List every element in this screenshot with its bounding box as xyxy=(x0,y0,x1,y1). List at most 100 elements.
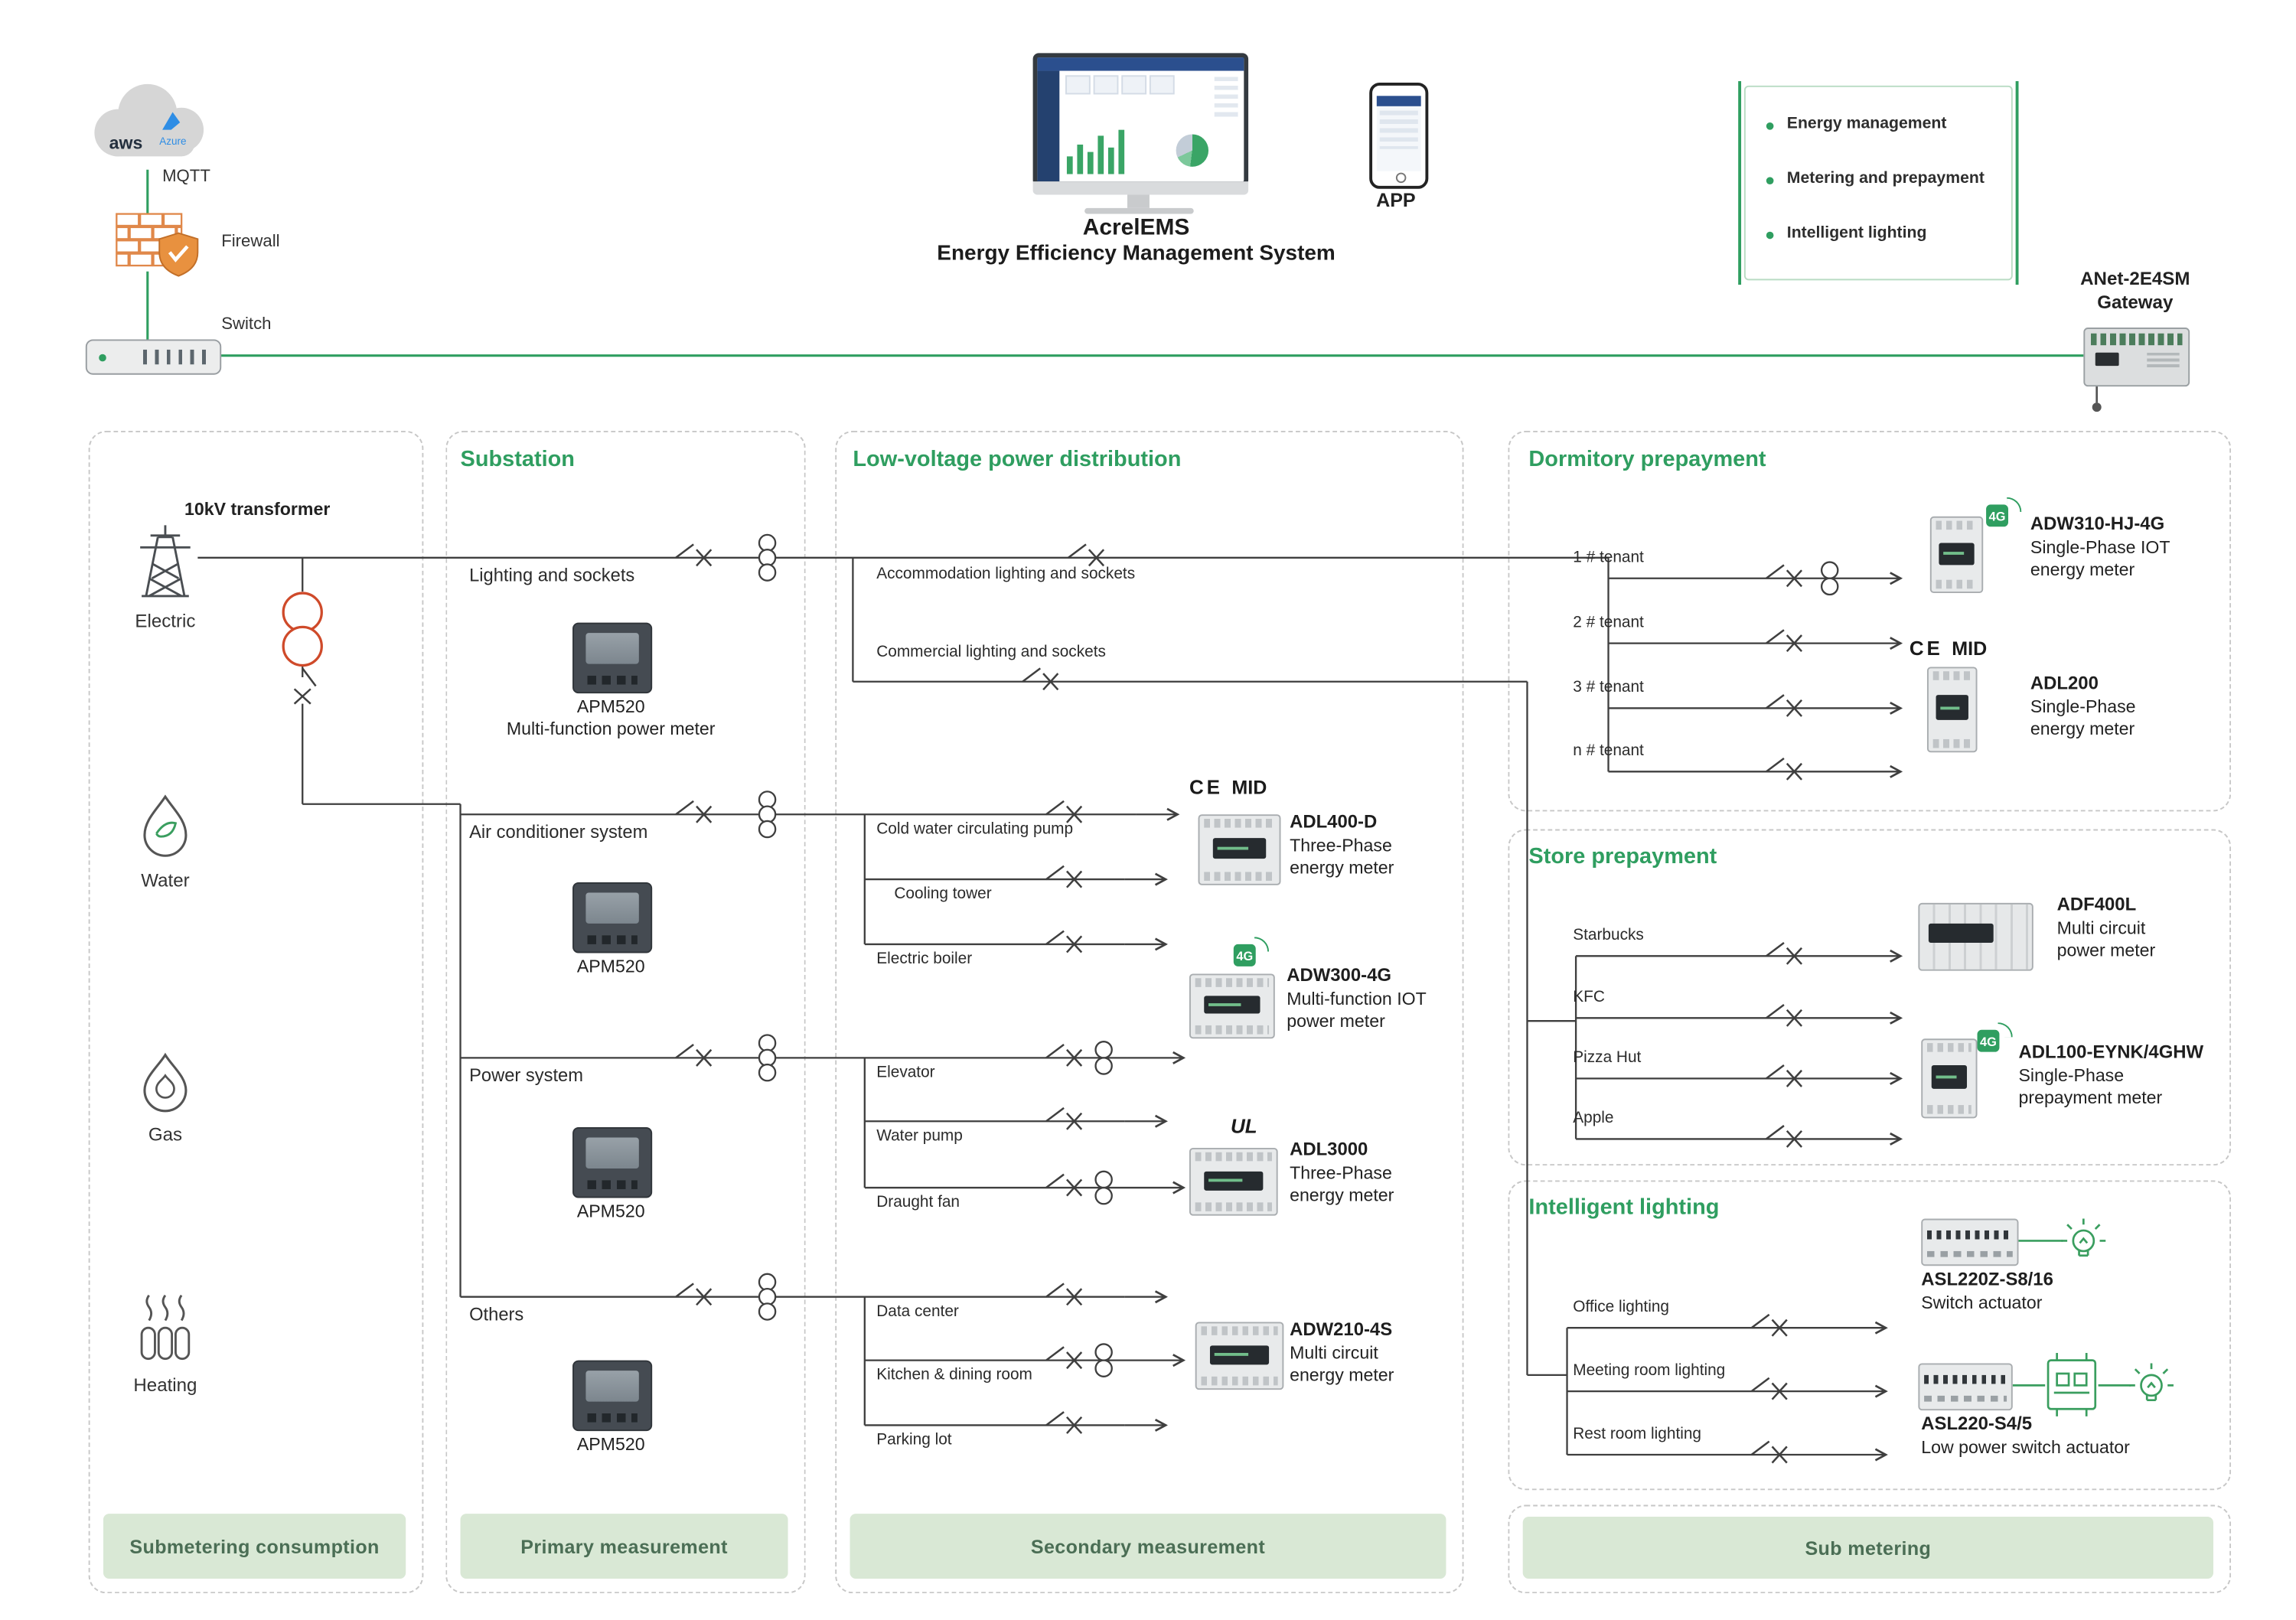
tenant-label: 3 # tenant xyxy=(1573,678,1644,697)
load-label: Cold water circulating pump xyxy=(876,820,1074,839)
submeter-footer-box xyxy=(1508,1504,2232,1594)
meter-desc: Three-Phase energy meter xyxy=(1290,835,1394,878)
distribution-footer: Secondary measurement xyxy=(850,1514,1446,1579)
firewall-icon xyxy=(116,213,199,277)
branch-label: Air conditioner system xyxy=(469,821,648,843)
load-label: Electric boiler xyxy=(876,950,973,968)
meter-name: ADL100-EYNK/4GHW xyxy=(2018,1041,2204,1063)
mqtt-label: MQTT xyxy=(162,168,210,186)
adf400l-meter xyxy=(1918,902,2033,971)
load-label: Cooling tower xyxy=(894,885,992,903)
meter-desc: Single-Phase prepayment meter xyxy=(2018,1065,2163,1109)
adl3000-meter xyxy=(1189,1147,1278,1216)
bullet-icon xyxy=(1766,122,1774,129)
app-label: APP xyxy=(1376,188,1416,211)
meter-desc: Single-Phase energy meter xyxy=(2030,696,2136,740)
meter-name: ADL3000 xyxy=(1290,1139,1368,1160)
adl400d-meter xyxy=(1198,814,1281,885)
apm520-meter xyxy=(572,622,653,694)
gas-flame-icon xyxy=(143,1052,188,1113)
4g-icon: 4G xyxy=(1233,937,1270,966)
adw210-meter xyxy=(1195,1322,1284,1390)
asl220-actuator xyxy=(1918,1363,2013,1411)
ce-mark: CE xyxy=(1909,637,1943,660)
load-label: Kitchen & dining room xyxy=(876,1366,1032,1384)
store-title: Store prepayment xyxy=(1528,843,1717,869)
mid-mark: MID xyxy=(1231,776,1267,799)
branch-label: Others xyxy=(469,1304,524,1325)
apm520-desc: Multi-function power meter xyxy=(506,718,716,739)
gateway-type: Gateway xyxy=(2097,292,2174,313)
firewall-label: Firewall xyxy=(221,233,280,251)
features-panel: Energy management Metering and prepaymen… xyxy=(1738,81,2019,285)
meter-desc: Single-Phase IOT energy meter xyxy=(2030,536,2170,581)
load-label: Commercial lighting and sockets xyxy=(876,643,1106,661)
apm520-name: APM520 xyxy=(576,956,645,977)
dashboard-pie-chart xyxy=(1176,134,1209,167)
device-name: ASL220-S4/5 xyxy=(1921,1413,2033,1435)
bullet-icon xyxy=(1766,230,1774,239)
device-desc: Low power switch actuator xyxy=(1921,1436,2130,1458)
apm520-name: APM520 xyxy=(576,1201,645,1222)
store-label: Starbucks xyxy=(1573,926,1644,944)
dormitory-box xyxy=(1508,430,2232,812)
mobile-app-phone xyxy=(1369,82,1429,189)
meter-name: ADW310-HJ-4G xyxy=(2030,513,2165,534)
branch-label: Power system xyxy=(469,1065,583,1087)
asl220z-actuator xyxy=(1921,1218,2019,1266)
water-drop-icon xyxy=(143,794,188,857)
ul-badge: UL xyxy=(1230,1115,1257,1138)
dashboard-header xyxy=(1037,57,1244,71)
dashboard-sidebar xyxy=(1037,70,1060,182)
meter-name: ADL200 xyxy=(2030,673,2099,694)
device-name: ASL220Z-S8/16 xyxy=(1921,1269,2053,1290)
aws-logo: aws xyxy=(109,133,143,153)
load-label: Parking lot xyxy=(876,1431,952,1449)
meter-desc: Three-Phase energy meter xyxy=(1290,1162,1394,1206)
store-box xyxy=(1508,829,2232,1166)
circuit-label: Meeting room lighting xyxy=(1573,1361,1726,1380)
tenant-label: 2 # tenant xyxy=(1573,614,1644,632)
distribution-box xyxy=(835,430,1464,1594)
utility-label-gas: Gas xyxy=(148,1124,183,1146)
store-label: Apple xyxy=(1573,1109,1614,1127)
feature-item: Intelligent lighting xyxy=(1786,224,1927,243)
submetering-box xyxy=(88,430,424,1594)
4g-icon: 4G xyxy=(1977,1022,2013,1052)
lighting-box xyxy=(1508,1180,2232,1491)
heating-radiator-icon xyxy=(140,1294,191,1361)
shield-icon xyxy=(158,232,199,277)
substation-title: Substation xyxy=(460,447,575,472)
system-subtitle: Energy Efficiency Management System xyxy=(937,242,1336,266)
ce-mid-badge: CE MID xyxy=(1189,776,1267,798)
circuit-label: Office lighting xyxy=(1573,1298,1670,1316)
dormitory-title: Dormitory prepayment xyxy=(1528,447,1766,472)
transformer-label: 10kV transformer xyxy=(184,498,331,520)
adl100-meter xyxy=(1921,1038,1978,1119)
adw300-meter xyxy=(1189,973,1275,1039)
utility-label-water: Water xyxy=(141,870,190,891)
meter-name: ADF400L xyxy=(2056,894,2137,915)
ce-mid-badge: CE MID xyxy=(1910,637,1987,660)
meter-name: ADW210-4S xyxy=(1290,1318,1393,1340)
4g-icon: 4G xyxy=(1986,497,2022,527)
meter-name: ADL400-D xyxy=(1290,811,1378,833)
phone-home-button xyxy=(1394,172,1406,184)
dashboard-bar-chart xyxy=(1066,127,1140,174)
meter-desc: Multi circuit power meter xyxy=(2056,918,2156,961)
adl200-meter xyxy=(1926,667,1978,753)
load-label: Elevator xyxy=(876,1064,935,1082)
meter-name: ADW300-4G xyxy=(1287,964,1391,986)
circuit-label: Rest room lighting xyxy=(1573,1425,1702,1443)
electric-pylon-icon xyxy=(140,525,191,598)
meter-desc: Multi circuit energy meter xyxy=(1290,1342,1394,1387)
apm520-name: APM520 xyxy=(576,696,645,718)
apm520-meter xyxy=(572,882,653,953)
azure-logo-icon xyxy=(162,112,181,130)
system-title: AcrelEMS xyxy=(1082,215,1190,241)
utility-label-heating: Heating xyxy=(133,1374,197,1396)
load-label: Accommodation lighting and sockets xyxy=(876,565,1136,583)
feature-item: Energy management xyxy=(1786,115,1947,133)
